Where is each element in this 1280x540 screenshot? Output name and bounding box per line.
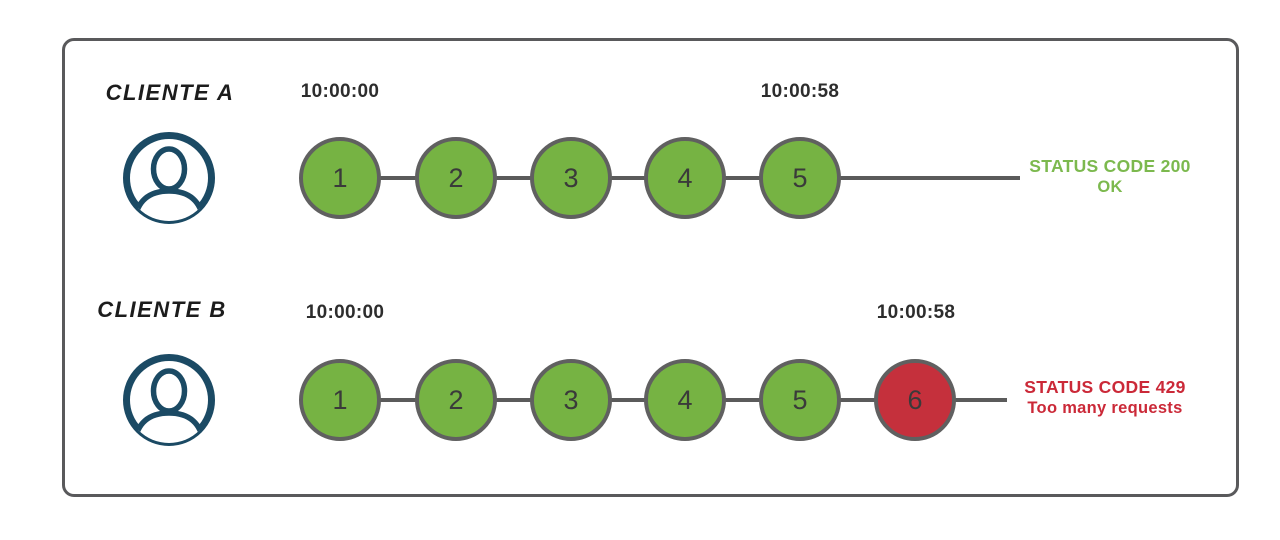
user-avatar-icon: [121, 130, 217, 226]
request-circle: 1: [299, 359, 381, 441]
request-circle: 3: [530, 359, 612, 441]
request-number: 6: [907, 384, 923, 415]
request-circle: 2: [415, 359, 497, 441]
request-number: 4: [677, 162, 693, 193]
request-circle: 5: [759, 359, 841, 441]
request-circle: 4: [644, 137, 726, 219]
request-number: 4: [677, 384, 693, 415]
request-circle: 1: [299, 137, 381, 219]
client-a-label: CLIENTE A: [105, 80, 235, 105]
request-circle: 5: [759, 137, 841, 219]
request-circle: 2: [415, 137, 497, 219]
user-avatar-icon: [123, 132, 215, 224]
diagram-frame: [62, 38, 1239, 497]
row-b-start-timestamp: 10:00:00: [305, 302, 385, 323]
request-number: 5: [792, 384, 808, 415]
row-b-status: STATUS CODE 429 Too many requests: [1005, 377, 1205, 418]
request-number: 1: [332, 162, 348, 193]
request-number: 2: [448, 162, 464, 193]
request-number: 1: [332, 384, 348, 415]
client-b-label: CLIENTE B: [97, 297, 227, 322]
request-circle-rate-limited: 6: [874, 359, 956, 441]
status-code-text: STATUS CODE 429: [1024, 377, 1186, 397]
status-code-text: STATUS CODE 200: [1029, 156, 1191, 176]
request-circle: 3: [530, 137, 612, 219]
row-b-end-timestamp: 10:00:58: [876, 302, 956, 323]
request-circle: 4: [644, 359, 726, 441]
request-number: 5: [792, 162, 808, 193]
user-avatar-icon: [121, 352, 217, 448]
user-avatar-icon: [123, 354, 215, 446]
row-a-end-timestamp: 10:00:58: [760, 81, 840, 102]
request-number: 3: [563, 162, 579, 193]
request-number: 3: [563, 384, 579, 415]
row-a-start-timestamp: 10:00:00: [300, 81, 380, 102]
status-message-text: OK: [1097, 178, 1123, 196]
status-message-text: Too many requests: [1027, 399, 1183, 417]
request-number: 2: [448, 384, 464, 415]
row-a-status: STATUS CODE 200 OK: [1015, 156, 1205, 197]
